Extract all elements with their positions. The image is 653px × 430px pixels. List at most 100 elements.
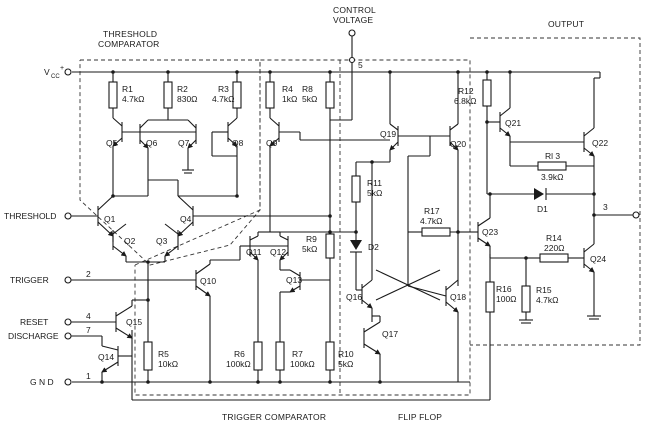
svg-text:Q2: Q2	[124, 236, 136, 246]
svg-text:R6: R6	[234, 349, 245, 359]
svg-text:3: 3	[603, 202, 608, 212]
svg-text:Q8: Q8	[232, 138, 244, 148]
interconnect	[100, 70, 596, 384]
svg-text:4.7kΩ: 4.7kΩ	[536, 295, 558, 305]
diode-d1: D1	[487, 188, 594, 214]
vcc-pin: V CC +	[44, 65, 72, 80]
svg-text:Q14: Q14	[98, 352, 114, 362]
svg-text:Q6: Q6	[146, 138, 158, 148]
resistor-r5: R5 10kΩ	[143, 262, 178, 382]
svg-text:R12: R12	[458, 86, 474, 96]
resistor-r7: R7 100kΩ	[275, 300, 315, 382]
svg-text:R2: R2	[177, 84, 188, 94]
svg-text:V: V	[44, 67, 50, 77]
svg-text:5kΩ: 5kΩ	[338, 359, 353, 369]
svg-text:R5: R5	[158, 349, 169, 359]
svg-text:R1: R1	[122, 84, 133, 94]
resistor-r16: R16 100Ω	[485, 254, 517, 313]
transistor-q17: Q17	[363, 316, 398, 382]
svg-text:G N D: G N D	[30, 377, 54, 387]
trigger-comparator-box	[134, 59, 471, 396]
svg-text:R10: R10	[338, 349, 354, 359]
svg-text:RESET: RESET	[20, 317, 48, 327]
svg-text:830Ω: 830Ω	[177, 94, 198, 104]
svg-text:Q12: Q12	[270, 247, 286, 257]
transistor-q18: Q18	[375, 269, 466, 382]
svg-text:5: 5	[358, 60, 363, 70]
svg-text:R11: R11	[367, 178, 382, 188]
transistor-q7: Q7	[140, 119, 197, 174]
resistor-r13: Rl 3 3.9kΩ	[510, 151, 594, 182]
svg-text:Q5: Q5	[106, 138, 118, 148]
svg-text:7: 7	[86, 325, 91, 335]
diode-d2: D2	[350, 232, 379, 290]
transistor-q6: Q6	[139, 119, 168, 188]
svg-text:Q24: Q24	[590, 254, 606, 264]
discharge-pin: DISCHARGE 7	[8, 325, 102, 341]
section-boxes	[79, 37, 641, 396]
transistor-q1: Q1	[97, 195, 116, 237]
svg-text:Q22: Q22	[592, 138, 608, 148]
transistor-q16: Q16	[346, 162, 373, 316]
control-voltage-title: CONTROL	[333, 5, 376, 15]
threshold-comparator-title: THRESHOLD	[103, 29, 157, 39]
svg-text:Q23: Q23	[482, 227, 498, 237]
svg-text:Q18: Q18	[450, 292, 466, 302]
control-voltage-pin: 5	[330, 29, 363, 121]
svg-text:1kΩ: 1kΩ	[282, 94, 297, 104]
transistor-q14: Q14	[98, 336, 132, 382]
transistor-q3: Q3	[146, 223, 179, 264]
svg-text:2: 2	[86, 269, 91, 279]
transistor-q24: Q24	[583, 215, 606, 320]
svg-text:100Ω: 100Ω	[496, 294, 517, 304]
svg-text:5kΩ: 5kΩ	[367, 188, 382, 198]
resistor-r1: R1 4.7kΩ	[108, 72, 144, 118]
svg-text:D2: D2	[368, 242, 379, 252]
svg-text:Q13: Q13	[286, 275, 302, 285]
svg-text:Rl 3: Rl 3	[545, 151, 560, 161]
svg-text:R16: R16	[496, 284, 512, 294]
svg-text:CC: CC	[51, 74, 60, 80]
resistor-r15: R15 4.7kΩ	[519, 258, 558, 324]
threshold-comparator-box	[79, 59, 261, 266]
svg-text:4: 4	[86, 311, 91, 321]
svg-text:4.7kΩ: 4.7kΩ	[420, 216, 442, 226]
transistor-q8: Q8	[211, 117, 244, 196]
svg-text:D1: D1	[537, 204, 548, 214]
svg-text:+: +	[60, 65, 64, 72]
svg-text:Q17: Q17	[382, 329, 398, 339]
svg-text:Q15: Q15	[126, 317, 142, 327]
svg-text:R4: R4	[282, 84, 293, 94]
svg-text:4.7kΩ: 4.7kΩ	[122, 94, 144, 104]
resistor-r3: R3 4.7kΩ	[212, 72, 242, 118]
resistor-r9: R9 5kΩ	[302, 232, 335, 342]
transistor-q21: Q21	[485, 72, 521, 166]
output-pin: 3	[592, 202, 640, 219]
gnd-pin: G N D 1	[30, 371, 91, 387]
transistor-q5: Q5	[106, 117, 140, 196]
svg-text:10kΩ: 10kΩ	[158, 359, 178, 369]
svg-text:TRIGGER: TRIGGER	[10, 275, 49, 285]
svg-text:R14: R14	[546, 233, 562, 243]
svg-text:6.8kΩ: 6.8kΩ	[454, 96, 476, 106]
resistor-r6: R6 100kΩ	[226, 260, 263, 382]
svg-text:Q9: Q9	[266, 138, 278, 148]
svg-text:Q7: Q7	[178, 138, 190, 148]
svg-text:220Ω: 220Ω	[544, 243, 565, 253]
transistor-q9: Q9	[266, 117, 390, 232]
transistor-q11: Q11	[239, 231, 270, 261]
svg-text:4.7kΩ: 4.7kΩ	[212, 94, 234, 104]
resistor-r10: R10 5kΩ	[325, 341, 354, 382]
trigger-comparator-title: TRIGGER COMPARATOR	[222, 412, 326, 422]
transistor-q15: Q15	[115, 299, 148, 339]
rails	[72, 71, 600, 401]
resistor-r14: R14 220Ω	[526, 233, 584, 263]
svg-text:Q4: Q4	[180, 214, 192, 224]
svg-text:Q16: Q16	[346, 292, 362, 302]
transistor-q23: Q23	[477, 194, 526, 259]
svg-text:5kΩ: 5kΩ	[302, 244, 317, 254]
transistor-q19: Q19	[356, 72, 430, 163]
svg-text:Q19: Q19	[380, 129, 396, 139]
transistor-q20: Q20	[407, 72, 466, 286]
